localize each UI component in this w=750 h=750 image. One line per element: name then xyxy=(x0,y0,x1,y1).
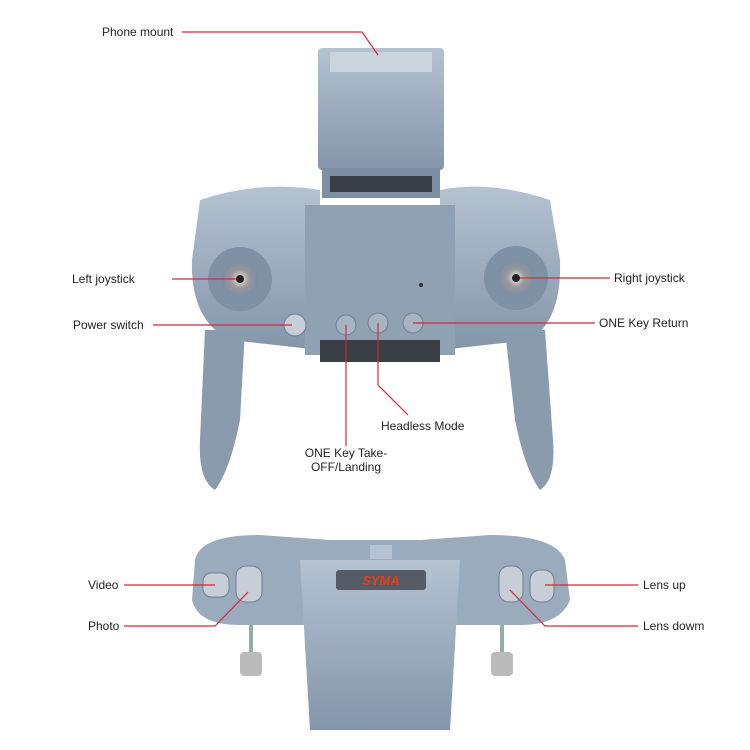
label-phone-mount: Phone mount xyxy=(102,25,174,39)
label-right-joystick: Right joystick xyxy=(614,271,685,285)
photo-button xyxy=(235,565,263,603)
label-left-joystick: Left joystick xyxy=(72,272,135,286)
lens-up-button xyxy=(529,569,555,603)
controller-front-view: SYMA xyxy=(192,535,570,730)
label-lens-up: Lens up xyxy=(643,578,686,592)
syma-logo xyxy=(336,570,426,590)
left-handle xyxy=(199,330,245,490)
controller-top-view xyxy=(191,48,561,490)
label-one-key-return: ONE Key Return xyxy=(599,316,689,330)
label-photo: Photo xyxy=(88,619,120,633)
label-takeoff-line2: OFF/Landing xyxy=(310,460,382,474)
lens-down-button xyxy=(498,565,524,603)
label-headless-mode: Headless Mode xyxy=(381,419,465,433)
label-lens-down: Lens dowm xyxy=(643,619,705,633)
svg-text:SYMA: SYMA xyxy=(362,573,400,588)
phone-mount-front xyxy=(300,560,460,730)
label-power-switch: Power switch xyxy=(73,318,144,332)
label-video: Video xyxy=(88,578,119,592)
callout-lines xyxy=(124,31,638,627)
label-takeoff-line1: ONE Key Take- xyxy=(304,446,388,460)
label-takeoff-landing: ONE Key Take- OFF/Landing xyxy=(296,446,396,474)
right-handle xyxy=(505,330,554,490)
phone-mount xyxy=(318,48,444,170)
